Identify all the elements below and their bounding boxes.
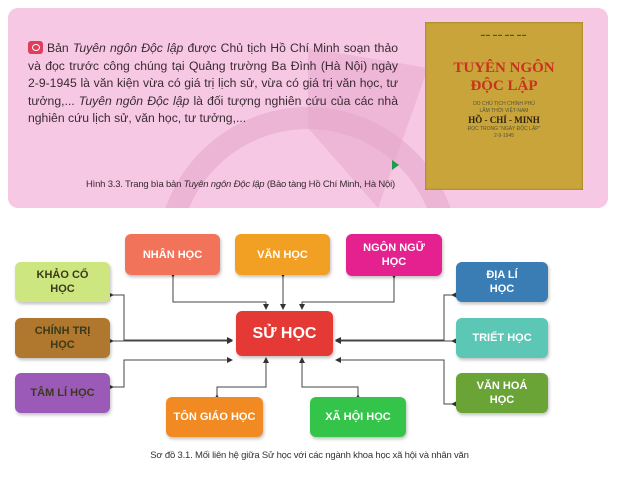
node-ngon-ngu-hoc: NGÔN NGỮ HỌC: [346, 234, 442, 276]
node-dia-li-hoc: ĐỊA LÍ HỌC: [456, 262, 548, 302]
connector-tam-li-hoc: [108, 357, 233, 390]
node-nhan-hoc: NHÂN HỌC: [125, 234, 220, 275]
connector-xa-hoi-hoc: [299, 357, 361, 400]
watermark-logo: [165, 48, 451, 208]
node-chinh-tri-hoc: CHÍNH TRỊ HỌC: [15, 318, 110, 358]
connector-van-hoa-hoc: [335, 357, 457, 407]
info-card: Bản Tuyên ngôn Độc lập được Chủ tịch Hồ …: [8, 8, 608, 208]
connector-ngon-ngu-hoc: [299, 273, 397, 310]
diagram-caption: Sơ đồ 3.1. Mối liên hệ giữa Sử học với c…: [150, 450, 469, 461]
node-van-hoa-hoc: VĂN HOÁ HỌC: [456, 373, 548, 413]
node-xa-hoi-hoc: XÃ HỘI HỌC: [310, 397, 406, 437]
connector-nhan-hoc: [170, 272, 269, 310]
node-khao-co-hoc: KHẢO CỔ HỌC: [15, 262, 110, 302]
node-su-hoc: SỬ HỌC: [236, 311, 333, 356]
book-search-icon: [28, 41, 43, 54]
info-paragraph: Bản Tuyên ngôn Độc lập được Chủ tịch Hồ …: [28, 41, 398, 125]
figure-caption: Hình 3.3. Trang bìa bản Tuyên ngôn Độc l…: [86, 179, 395, 190]
connector-ton-giao-hoc: [214, 357, 269, 400]
node-triet-hoc: TRIẾT HỌC: [456, 318, 548, 358]
play-arrow-icon[interactable]: [392, 160, 399, 170]
node-ton-giao-hoc: TÔN GIÁO HỌC: [166, 397, 263, 437]
node-van-hoc: VĂN HỌC: [235, 234, 330, 275]
node-tam-li-hoc: TÂM LÍ HỌC: [15, 373, 110, 413]
